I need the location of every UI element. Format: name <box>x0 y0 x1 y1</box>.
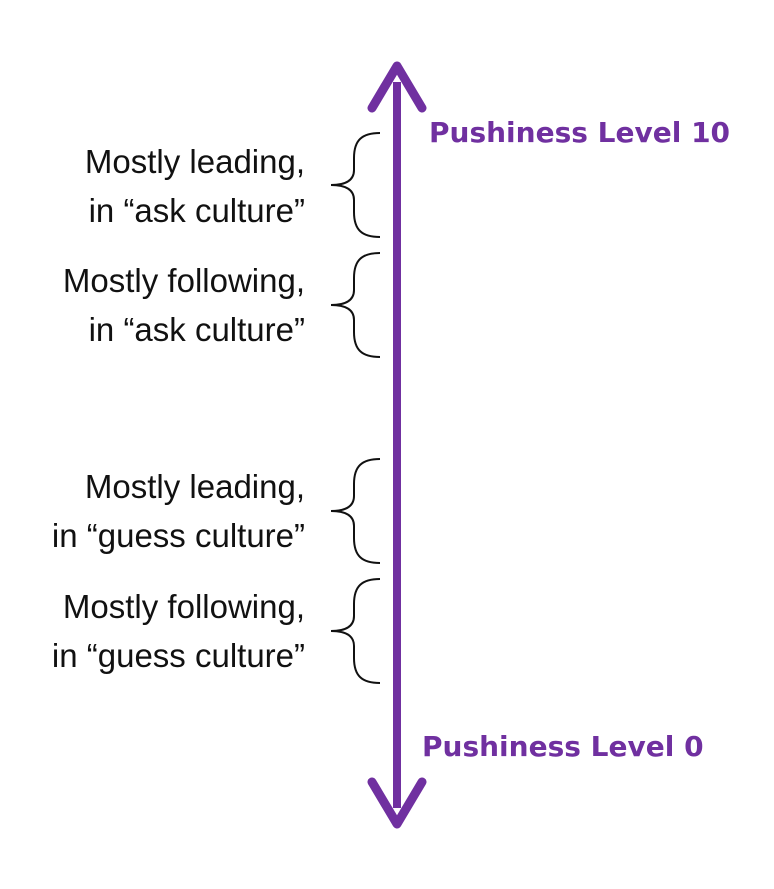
top-level-label: Pushiness Level 10 <box>429 116 731 149</box>
bottom-level-label: Pushiness Level 0 <box>422 730 704 763</box>
group-label-line2: in “ask culture” <box>88 192 305 229</box>
brace-leading-guess <box>330 458 381 564</box>
group-label-line1: Mostly following, <box>62 588 305 625</box>
group-label-following-ask: Mostly following, in “ask culture” <box>63 256 305 354</box>
brace-following-ask <box>330 252 381 358</box>
group-label-line1: Mostly following, <box>62 262 305 299</box>
group-label-following-guess: Mostly following, in “guess culture” <box>52 582 305 680</box>
group-label-line2: in “guess culture” <box>51 637 305 674</box>
group-label-line2: in “guess culture” <box>51 517 305 554</box>
group-label-line2: in “ask culture” <box>88 311 305 348</box>
group-label-leading-ask: Mostly leading, in “ask culture” <box>85 137 305 235</box>
brace-leading-ask <box>330 132 381 238</box>
group-label-line1: Mostly leading, <box>84 468 305 505</box>
axis-arrowhead-top <box>367 61 427 113</box>
brace-following-guess <box>330 578 381 684</box>
axis-arrowhead-bottom <box>367 777 427 829</box>
group-label-leading-guess: Mostly leading, in “guess culture” <box>52 462 305 560</box>
group-label-line1: Mostly leading, <box>84 143 305 180</box>
